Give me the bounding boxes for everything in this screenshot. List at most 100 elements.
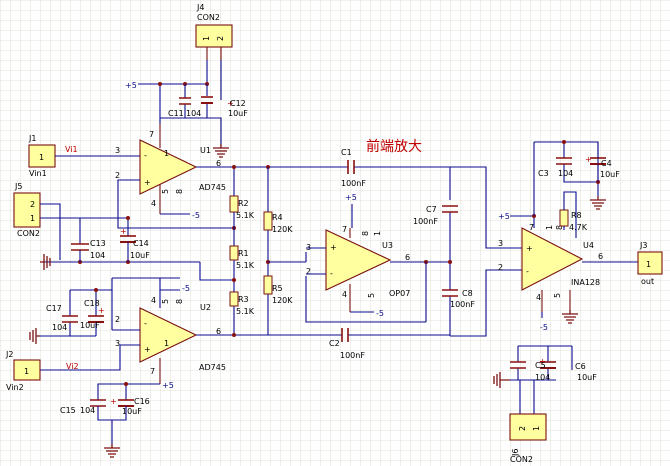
svg-text:120K: 120K (272, 225, 293, 234)
svg-text:5.1K: 5.1K (236, 261, 255, 270)
svg-text:2: 2 (115, 171, 120, 180)
svg-text:Vin2: Vin2 (6, 383, 24, 392)
svg-text:C7: C7 (426, 205, 437, 214)
svg-text:1: 1 (373, 231, 382, 236)
svg-text:U3: U3 (382, 241, 393, 250)
connector-j1[interactable]: 1 J1 Vin1 (28, 134, 56, 178)
connector-j4[interactable]: 1 2 J4 CON2 (195, 3, 233, 48)
svg-text:1: 1 (164, 339, 169, 348)
svg-text:1: 1 (202, 36, 211, 41)
svg-text:C12: C12 (230, 99, 246, 108)
svg-text:104: 104 (186, 109, 201, 118)
opamp-u3[interactable]: + - 3 2 7 8 1 4 5 6 U3 OP07 (306, 225, 410, 299)
opamp-u2[interactable]: - + 2 3 4 8 5 1 7 6 U2 AD745 (115, 296, 226, 376)
svg-text:6: 6 (598, 252, 603, 261)
svg-text:C6: C6 (575, 362, 586, 371)
svg-text:1: 1 (545, 225, 554, 230)
svg-text:1: 1 (532, 426, 541, 431)
svg-text:-5: -5 (540, 323, 548, 332)
svg-text:8: 8 (175, 189, 184, 194)
svg-text:+5: +5 (345, 193, 357, 202)
svg-text:J6: J6 (511, 449, 520, 457)
ground-left-2 (29, 328, 40, 344)
svg-text:-: - (330, 269, 333, 278)
svg-text:+: + (144, 178, 151, 187)
resistor-r1[interactable] (229, 245, 239, 261)
inamp-u4[interactable]: + - 7 1 8 4 5 6 U4 INA128 (521, 223, 603, 302)
svg-text:+5: +5 (162, 381, 174, 390)
svg-text:+5: +5 (498, 212, 510, 221)
connector-j2[interactable]: 1 J2 Vin2 (5, 350, 41, 392)
svg-text:3: 3 (115, 339, 120, 348)
svg-text:-5: -5 (182, 284, 190, 293)
svg-text:AD745: AD745 (199, 183, 226, 192)
ground-u4-top (590, 196, 606, 210)
svg-text:120K: 120K (272, 296, 293, 305)
svg-text:5.1K: 5.1K (236, 211, 255, 220)
connector-j5[interactable]: 2 1 J5 CON2 (13, 182, 41, 238)
svg-text:R8: R8 (571, 211, 582, 220)
svg-text:R1: R1 (238, 249, 249, 258)
svg-text:2: 2 (498, 263, 503, 272)
svg-text:U4: U4 (583, 241, 594, 250)
svg-text:C4: C4 (601, 159, 612, 168)
svg-text:6: 6 (216, 159, 221, 168)
svg-text:104: 104 (535, 373, 550, 382)
svg-text:R5: R5 (272, 284, 283, 293)
svg-text:+: + (110, 397, 117, 406)
svg-text:8: 8 (361, 231, 370, 236)
svg-text:+: + (144, 345, 151, 354)
opamp-u1[interactable]: - + 3 2 7 1 8 5 4 6 U1 AD745 (115, 130, 226, 208)
svg-text:8: 8 (555, 225, 564, 230)
svg-text:6: 6 (216, 327, 221, 336)
svg-text:C2: C2 (329, 339, 340, 348)
svg-text:4: 4 (151, 296, 156, 305)
svg-text:C11: C11 (168, 109, 184, 118)
svg-text:J1: J1 (28, 134, 36, 143)
svg-text:J2: J2 (5, 350, 13, 359)
svg-text:7: 7 (150, 367, 155, 376)
resistor-r8[interactable] (559, 209, 569, 227)
svg-text:8: 8 (175, 299, 184, 304)
title-label: 前端放大 (366, 138, 422, 155)
j4-name: CON2 (197, 13, 220, 22)
svg-text:CON2: CON2 (17, 229, 40, 238)
svg-text:C14: C14 (133, 239, 149, 248)
svg-text:5: 5 (367, 293, 376, 298)
svg-text:2: 2 (30, 200, 35, 209)
svg-text:100nF: 100nF (341, 179, 366, 188)
svg-text:C17: C17 (46, 304, 62, 313)
svg-text:C16: C16 (134, 397, 150, 406)
resistor-r5[interactable] (263, 275, 273, 295)
j4-ref: J4 (196, 3, 204, 12)
svg-text:+: + (227, 99, 234, 108)
svg-text:+: + (330, 243, 337, 252)
svg-text:2: 2 (306, 267, 311, 276)
svg-text:4.7K: 4.7K (569, 223, 588, 232)
svg-text:3: 3 (498, 239, 503, 248)
svg-text:-: - (526, 267, 529, 276)
net-plus5-u1: +5 (125, 81, 137, 90)
svg-text:1: 1 (164, 149, 169, 158)
svg-text:C5: C5 (535, 361, 546, 370)
svg-text:1: 1 (39, 153, 44, 162)
resistor-r2[interactable] (229, 195, 239, 213)
svg-text:100nF: 100nF (413, 217, 438, 226)
svg-text:7: 7 (149, 130, 154, 139)
svg-text:2: 2 (518, 426, 527, 431)
svg-text:1: 1 (646, 260, 651, 269)
net-vi2: Vi2 (66, 362, 79, 371)
svg-text:100nF: 100nF (450, 300, 475, 309)
svg-text:100nF: 100nF (340, 351, 365, 360)
resistor-r4[interactable] (263, 211, 273, 231)
svg-text:+: + (539, 357, 546, 366)
svg-text:J3: J3 (639, 241, 647, 250)
connector-j6[interactable]: 2 1 J6 CON2 (509, 413, 547, 464)
connector-j3[interactable]: 1 J3 out (637, 241, 663, 286)
svg-text:10uF: 10uF (600, 170, 620, 179)
svg-text:-5: -5 (192, 211, 200, 220)
resistor-r3[interactable] (229, 291, 239, 307)
